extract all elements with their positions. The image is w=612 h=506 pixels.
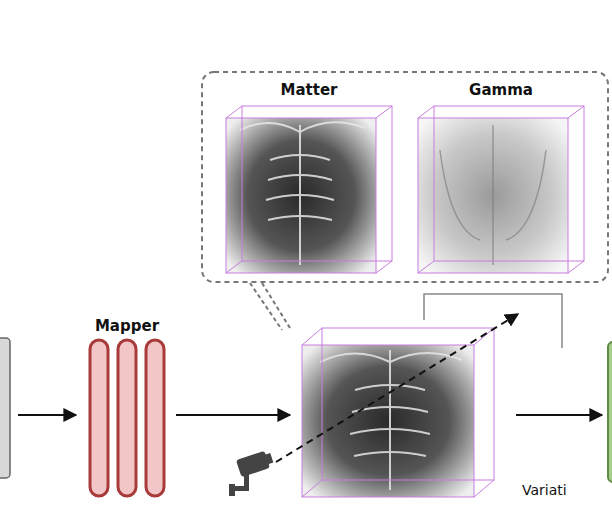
caption-fragment: Variati [522, 482, 567, 498]
node-title: Matter [281, 81, 338, 99]
gamma-panel: Gamma [418, 80, 584, 99]
mapper-label: Mapper [76, 316, 178, 335]
node-title: Gamma [469, 81, 533, 99]
node-title: Mapper [95, 317, 159, 335]
matter-panel: Matter [226, 80, 392, 99]
